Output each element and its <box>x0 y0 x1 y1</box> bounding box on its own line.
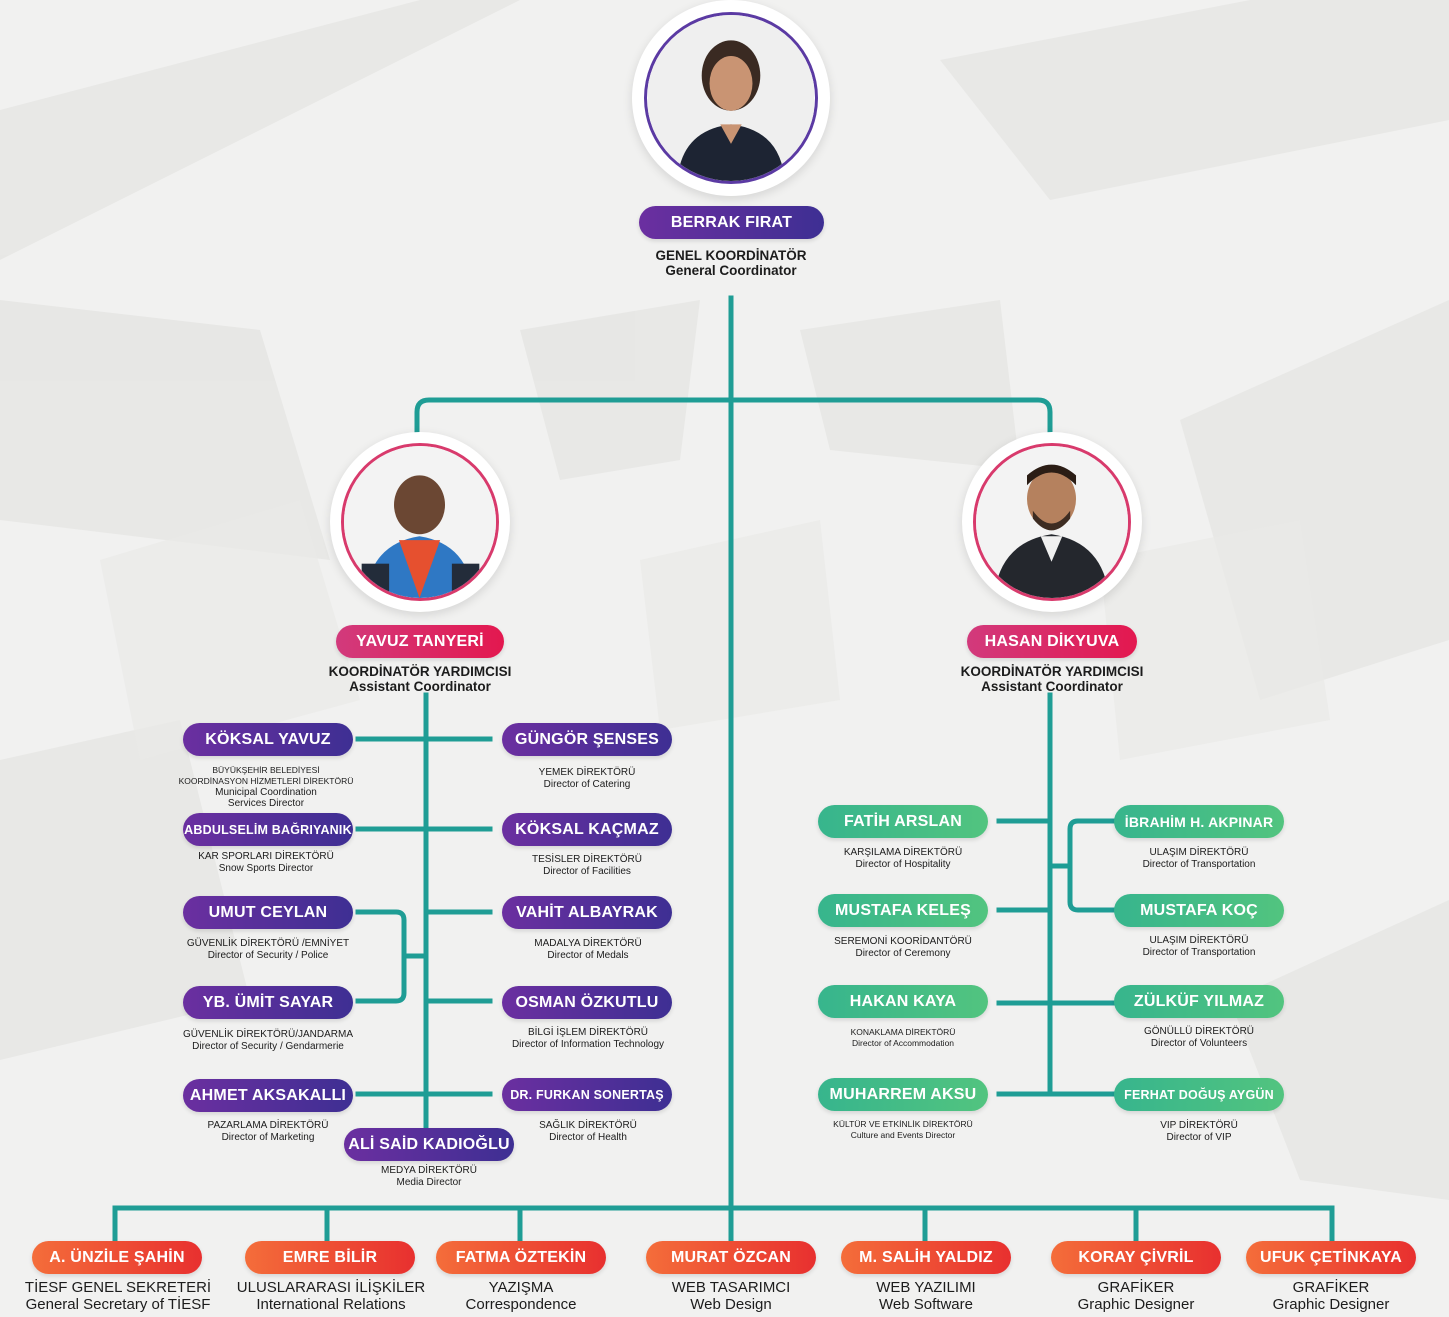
assistant-left-name: YAVUZ TANYERİ <box>336 625 504 658</box>
staff-role: TESİSLER DİREKTÖRÜ Director of Facilitie… <box>531 854 643 877</box>
assistant-left-title: KOORDİNATÖR YARDIMCISI Assistant Coordin… <box>328 664 512 694</box>
staff-role: TİESF GENEL SEKRETERİ General Secretary … <box>24 1279 212 1313</box>
staff-role: GRAFİKER Graphic Designer <box>1272 1279 1390 1313</box>
general-coordinator-name: BERRAK FIRAT <box>639 206 824 239</box>
assistant-right-avatar <box>962 432 1142 612</box>
staff-name: DR. FURKAN SONERTAŞ <box>502 1078 672 1111</box>
staff-role: GÜVENLİK DİREKTÖRÜ/JANDARMA Director of … <box>182 1029 354 1052</box>
staff-role: WEB YAZILIMI Web Software <box>876 1279 976 1313</box>
staff-role: ULAŞIM DİREKTÖRÜ Director of Transportat… <box>1142 847 1256 870</box>
staff-name: MUSTAFA KELEŞ <box>818 894 988 927</box>
staff-role: YAZIŞMA Correspondence <box>465 1279 577 1313</box>
staff-name: KORAY ÇİVRİL <box>1051 1241 1221 1274</box>
staff-role: SEREMONİ KOORİDANTÖRÜ Director of Ceremo… <box>834 936 972 959</box>
staff-name: OSMAN ÖZKUTLU <box>502 986 672 1019</box>
staff-name: MURAT ÖZCAN <box>646 1241 816 1274</box>
staff-name: EMRE BİLİR <box>245 1241 415 1274</box>
staff-name: ABDULSELİM BAĞRIYANIK <box>183 813 353 846</box>
person-portrait-icon <box>976 446 1128 598</box>
staff-name: MUHARREM AKSU <box>818 1078 988 1111</box>
staff-name: KÖKSAL KAÇMAZ <box>502 813 672 846</box>
staff-role: MEDYA DİREKTÖRÜ Media Director <box>381 1165 477 1188</box>
general-coordinator-avatar <box>632 0 830 196</box>
staff-name: A. ÜNZİLE ŞAHİN <box>32 1241 202 1274</box>
staff-role: KÜLTÜR VE ETKİNLİK DİREKTÖRÜ Culture and… <box>833 1119 973 1140</box>
person-portrait-icon <box>344 446 496 598</box>
staff-name: MUSTAFA KOÇ <box>1114 894 1284 927</box>
person-portrait-icon <box>648 15 814 181</box>
staff-role: ULAŞIM DİREKTÖRÜ Director of Transportat… <box>1142 935 1256 958</box>
staff-role: KARŞILAMA DİREKTÖRÜ Director of Hospital… <box>843 847 963 870</box>
staff-name: ZÜLKÜF YILMAZ <box>1114 985 1284 1018</box>
staff-name: FATİH ARSLAN <box>818 805 988 838</box>
staff-name: M. SALİH YALDIZ <box>841 1241 1011 1274</box>
staff-role: BİLGİ İŞLEM DİREKTÖRÜ Director of Inform… <box>511 1027 665 1050</box>
staff-name: GÜNGÖR ŞENSES <box>502 723 672 756</box>
staff-role: KONAKLAMA DİREKTÖRÜ Director of Accommod… <box>850 1027 956 1048</box>
staff-name: UMUT CEYLAN <box>183 896 353 929</box>
staff-role: GÖNÜLLÜ DİREKTÖRÜ Director of Volunteers <box>1143 1026 1255 1049</box>
staff-role: SAĞLIK DİREKTÖRÜ Director of Health <box>539 1120 637 1143</box>
staff-role: YEMEK DİREKTÖRÜ Director of Catering <box>538 767 636 790</box>
staff-name: UFUK ÇETİNKAYA <box>1246 1241 1416 1274</box>
general-coordinator-title: GENEL KOORDİNATÖR General Coordinator <box>655 248 807 278</box>
assistant-bracket <box>414 397 1053 435</box>
staff-role: KAR SPORLARI DİREKTÖRÜ Snow Sports Direc… <box>198 851 334 874</box>
staff-role: VIP DİREKTÖRÜ Director of VIP <box>1160 1120 1238 1143</box>
assistant-right-name: HASAN DİKYUVA <box>967 625 1137 658</box>
staff-name: AHMET AKSAKALLI <box>183 1079 353 1112</box>
assistant-left-avatar <box>330 432 510 612</box>
staff-role: BÜYÜKŞEHİR BELEDİYESİ KOORDİNASYON HİZME… <box>178 765 354 809</box>
staff-role: GÜVENLİK DİREKTÖRÜ /EMNİYET Director of … <box>186 938 350 961</box>
staff-role: MADALYA DİREKTÖRÜ Director of Medals <box>534 938 642 961</box>
staff-name: ALİ SAİD KADIOĞLU <box>344 1128 514 1161</box>
staff-role: WEB TASARIMCI Web Design <box>671 1279 791 1313</box>
staff-role: PAZARLAMA DİREKTÖRÜ Director of Marketin… <box>207 1120 329 1143</box>
staff-name: YB. ÜMİT SAYAR <box>183 986 353 1019</box>
staff-name: FERHAT DOĞUŞ AYGÜN <box>1114 1078 1284 1111</box>
staff-role: ULUSLARARASI İLİŞKİLER International Rel… <box>236 1279 426 1313</box>
staff-name: HAKAN KAYA <box>818 985 988 1018</box>
assistant-right-title: KOORDİNATÖR YARDIMCISI Assistant Coordin… <box>960 664 1144 694</box>
staff-role: GRAFİKER Graphic Designer <box>1077 1279 1195 1313</box>
staff-name: VAHİT ALBAYRAK <box>502 896 672 929</box>
staff-name: KÖKSAL YAVUZ <box>183 723 353 756</box>
staff-name: FATMA ÖZTEKİN <box>436 1241 606 1274</box>
staff-name: İBRAHİM H. AKPINAR <box>1114 805 1284 838</box>
